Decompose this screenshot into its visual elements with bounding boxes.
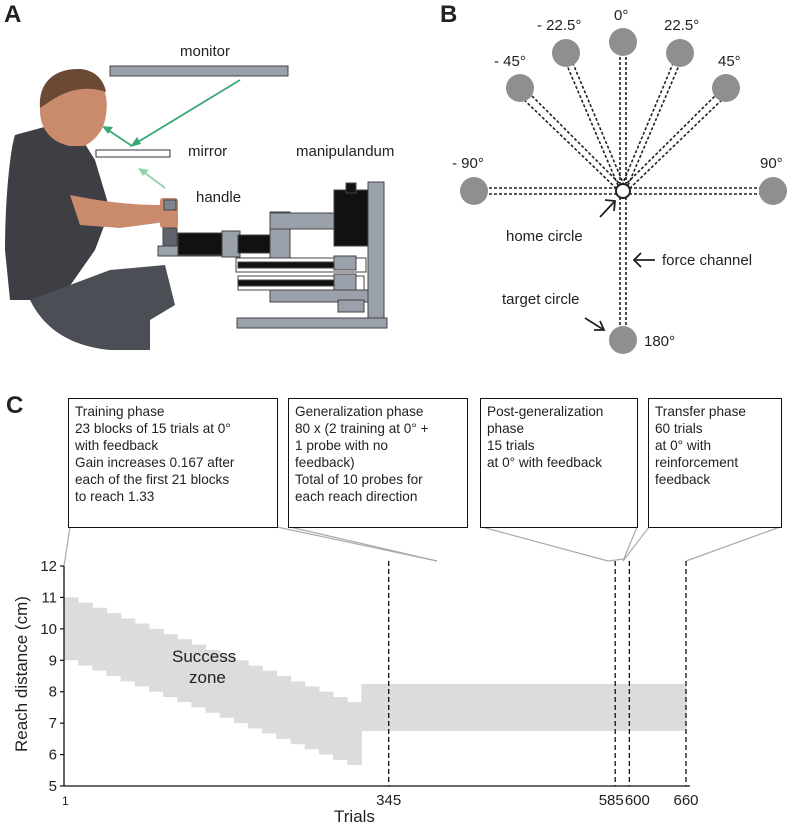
training-line-6: to reach 1.33 xyxy=(75,489,155,504)
manipulandum-device xyxy=(157,181,388,329)
training-line-2: 23 blocks of 15 trials at 0° xyxy=(75,421,231,436)
training-line-5: each of the first 21 blocks xyxy=(75,472,230,487)
training-line-4: Gain increases 0.167 after xyxy=(75,455,235,470)
light-path-arrows xyxy=(102,79,241,189)
monitor-bar xyxy=(109,65,289,77)
post-line-4: at 0° with feedback xyxy=(487,455,603,470)
transfer-phase-box: Transfer phase 60 trials at 0° with rein… xyxy=(648,398,782,528)
generalization-line-6: each reach direction xyxy=(295,489,418,504)
transfer-line-3: at 0° with xyxy=(655,438,712,453)
post-line-3: 15 trials xyxy=(487,438,535,453)
post-line-1: Post-generalization xyxy=(487,404,604,419)
monitor-label: monitor xyxy=(180,43,230,60)
generalization-line-3: 1 probe with no xyxy=(295,438,388,453)
manipulandum-label: manipulandum xyxy=(296,143,394,160)
post-line-2: phase xyxy=(487,421,525,436)
transfer-line-5: feedback xyxy=(655,472,711,487)
generalization-phase-box: Generalization phase 80 x (2 training at… xyxy=(288,398,468,528)
transfer-line-2: 60 trials xyxy=(655,421,703,436)
transfer-line-1: Transfer phase xyxy=(655,404,746,419)
training-line-1: Training phase xyxy=(75,404,165,419)
generalization-line-2: 80 x (2 training at 0° + xyxy=(295,421,429,436)
generalization-line-5: Total of 10 probes for xyxy=(295,472,423,487)
transfer-line-4: reinforcement xyxy=(655,455,739,470)
post-generalization-phase-box: Post-generalization phase 15 trials at 0… xyxy=(480,398,638,528)
training-line-3: with feedback xyxy=(75,438,159,453)
mirror-label: mirror xyxy=(188,143,227,160)
participant-figure xyxy=(5,68,178,350)
mirror-bar xyxy=(95,149,171,158)
panel-a-letter: A xyxy=(4,1,21,28)
training-phase-box: Training phase 23 blocks of 15 trials at… xyxy=(68,398,278,528)
generalization-line-4: feedback) xyxy=(295,455,355,470)
generalization-line-1: Generalization phase xyxy=(295,404,424,419)
handle-label: handle xyxy=(196,189,241,206)
